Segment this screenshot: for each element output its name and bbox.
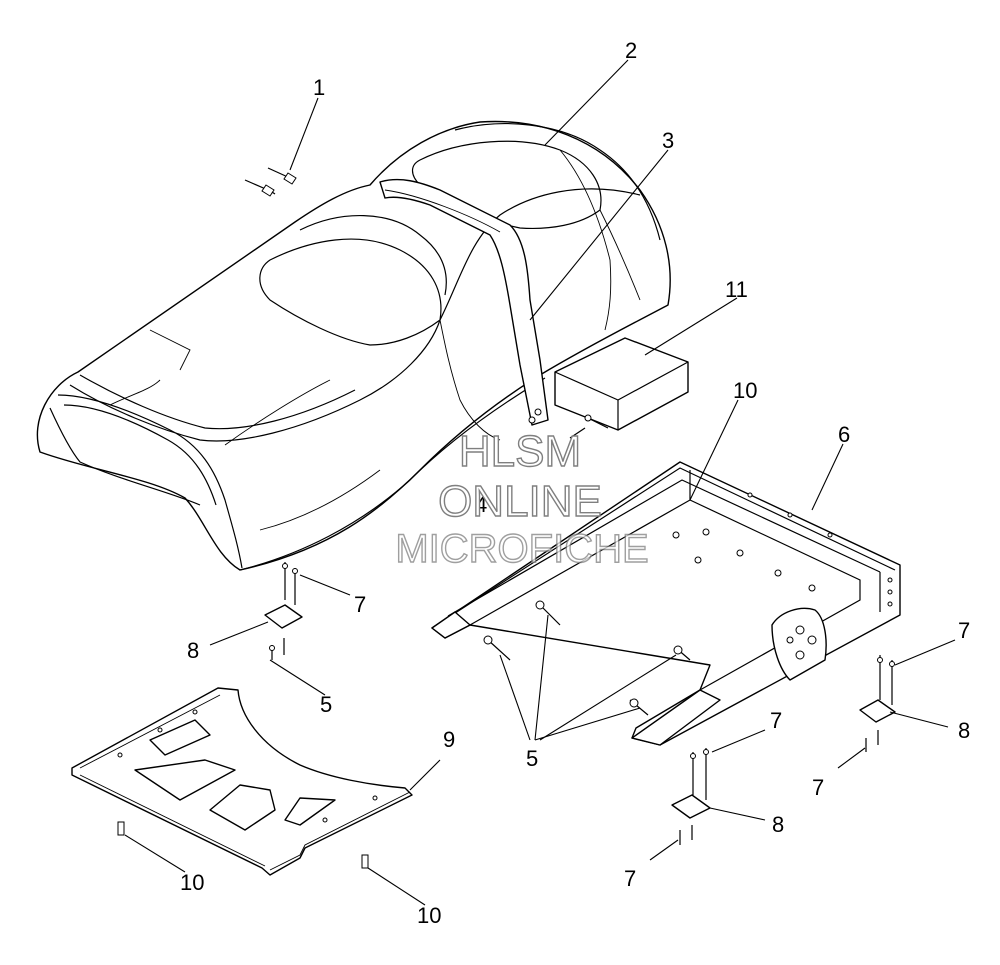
callout-11: 11 — [725, 277, 748, 302]
callout-7-right-bottom: 7 — [812, 775, 824, 800]
watermark-line-1: HLSM — [459, 427, 581, 476]
leader-lines — [124, 59, 956, 906]
callout-7-center-bottom: 7 — [624, 866, 636, 891]
callout-7-center-top: 7 — [770, 708, 782, 733]
callout-10-pan-left: 10 — [180, 870, 204, 895]
strap-screws — [528, 414, 609, 439]
seat-strap — [379, 178, 549, 426]
callout-3: 3 — [662, 128, 674, 153]
callout-7-left: 7 — [354, 592, 366, 617]
callout-5-left: 5 — [320, 692, 332, 717]
callout-2: 2 — [625, 38, 637, 63]
callout-5-frame: 5 — [526, 746, 538, 771]
mounting-bracket-bottom — [671, 748, 711, 845]
seat-pan — [71, 687, 413, 876]
mounting-bracket-right — [859, 655, 896, 752]
watermark-line-3: MICROFICHE — [395, 527, 648, 571]
frame-bolts — [483, 600, 691, 716]
callout-4: 4 — [475, 492, 487, 517]
push-rivets — [244, 167, 297, 197]
callout-8-bottom: 8 — [772, 812, 784, 837]
callout-8-left: 8 — [187, 638, 199, 663]
callout-10-pan-right: 10 — [417, 903, 441, 928]
callout-6: 6 — [838, 422, 850, 447]
mounting-bracket-left — [264, 562, 303, 660]
callout-10-frame: 10 — [733, 378, 757, 403]
watermark: HLSM ONLINE MICROFICHE — [395, 426, 650, 571]
seat-frame — [431, 461, 901, 746]
seat-cushion-pad — [554, 337, 689, 431]
callout-labels: 1 2 3 4 5 5 6 7 7 7 7 7 8 8 8 9 10 10 10… — [180, 38, 970, 928]
callout-9: 9 — [443, 727, 455, 752]
callout-7-right-top: 7 — [958, 618, 970, 643]
watermark-line-2: ONLINE — [438, 477, 602, 526]
callout-1: 1 — [313, 75, 325, 100]
callout-8-right: 8 — [958, 718, 970, 743]
